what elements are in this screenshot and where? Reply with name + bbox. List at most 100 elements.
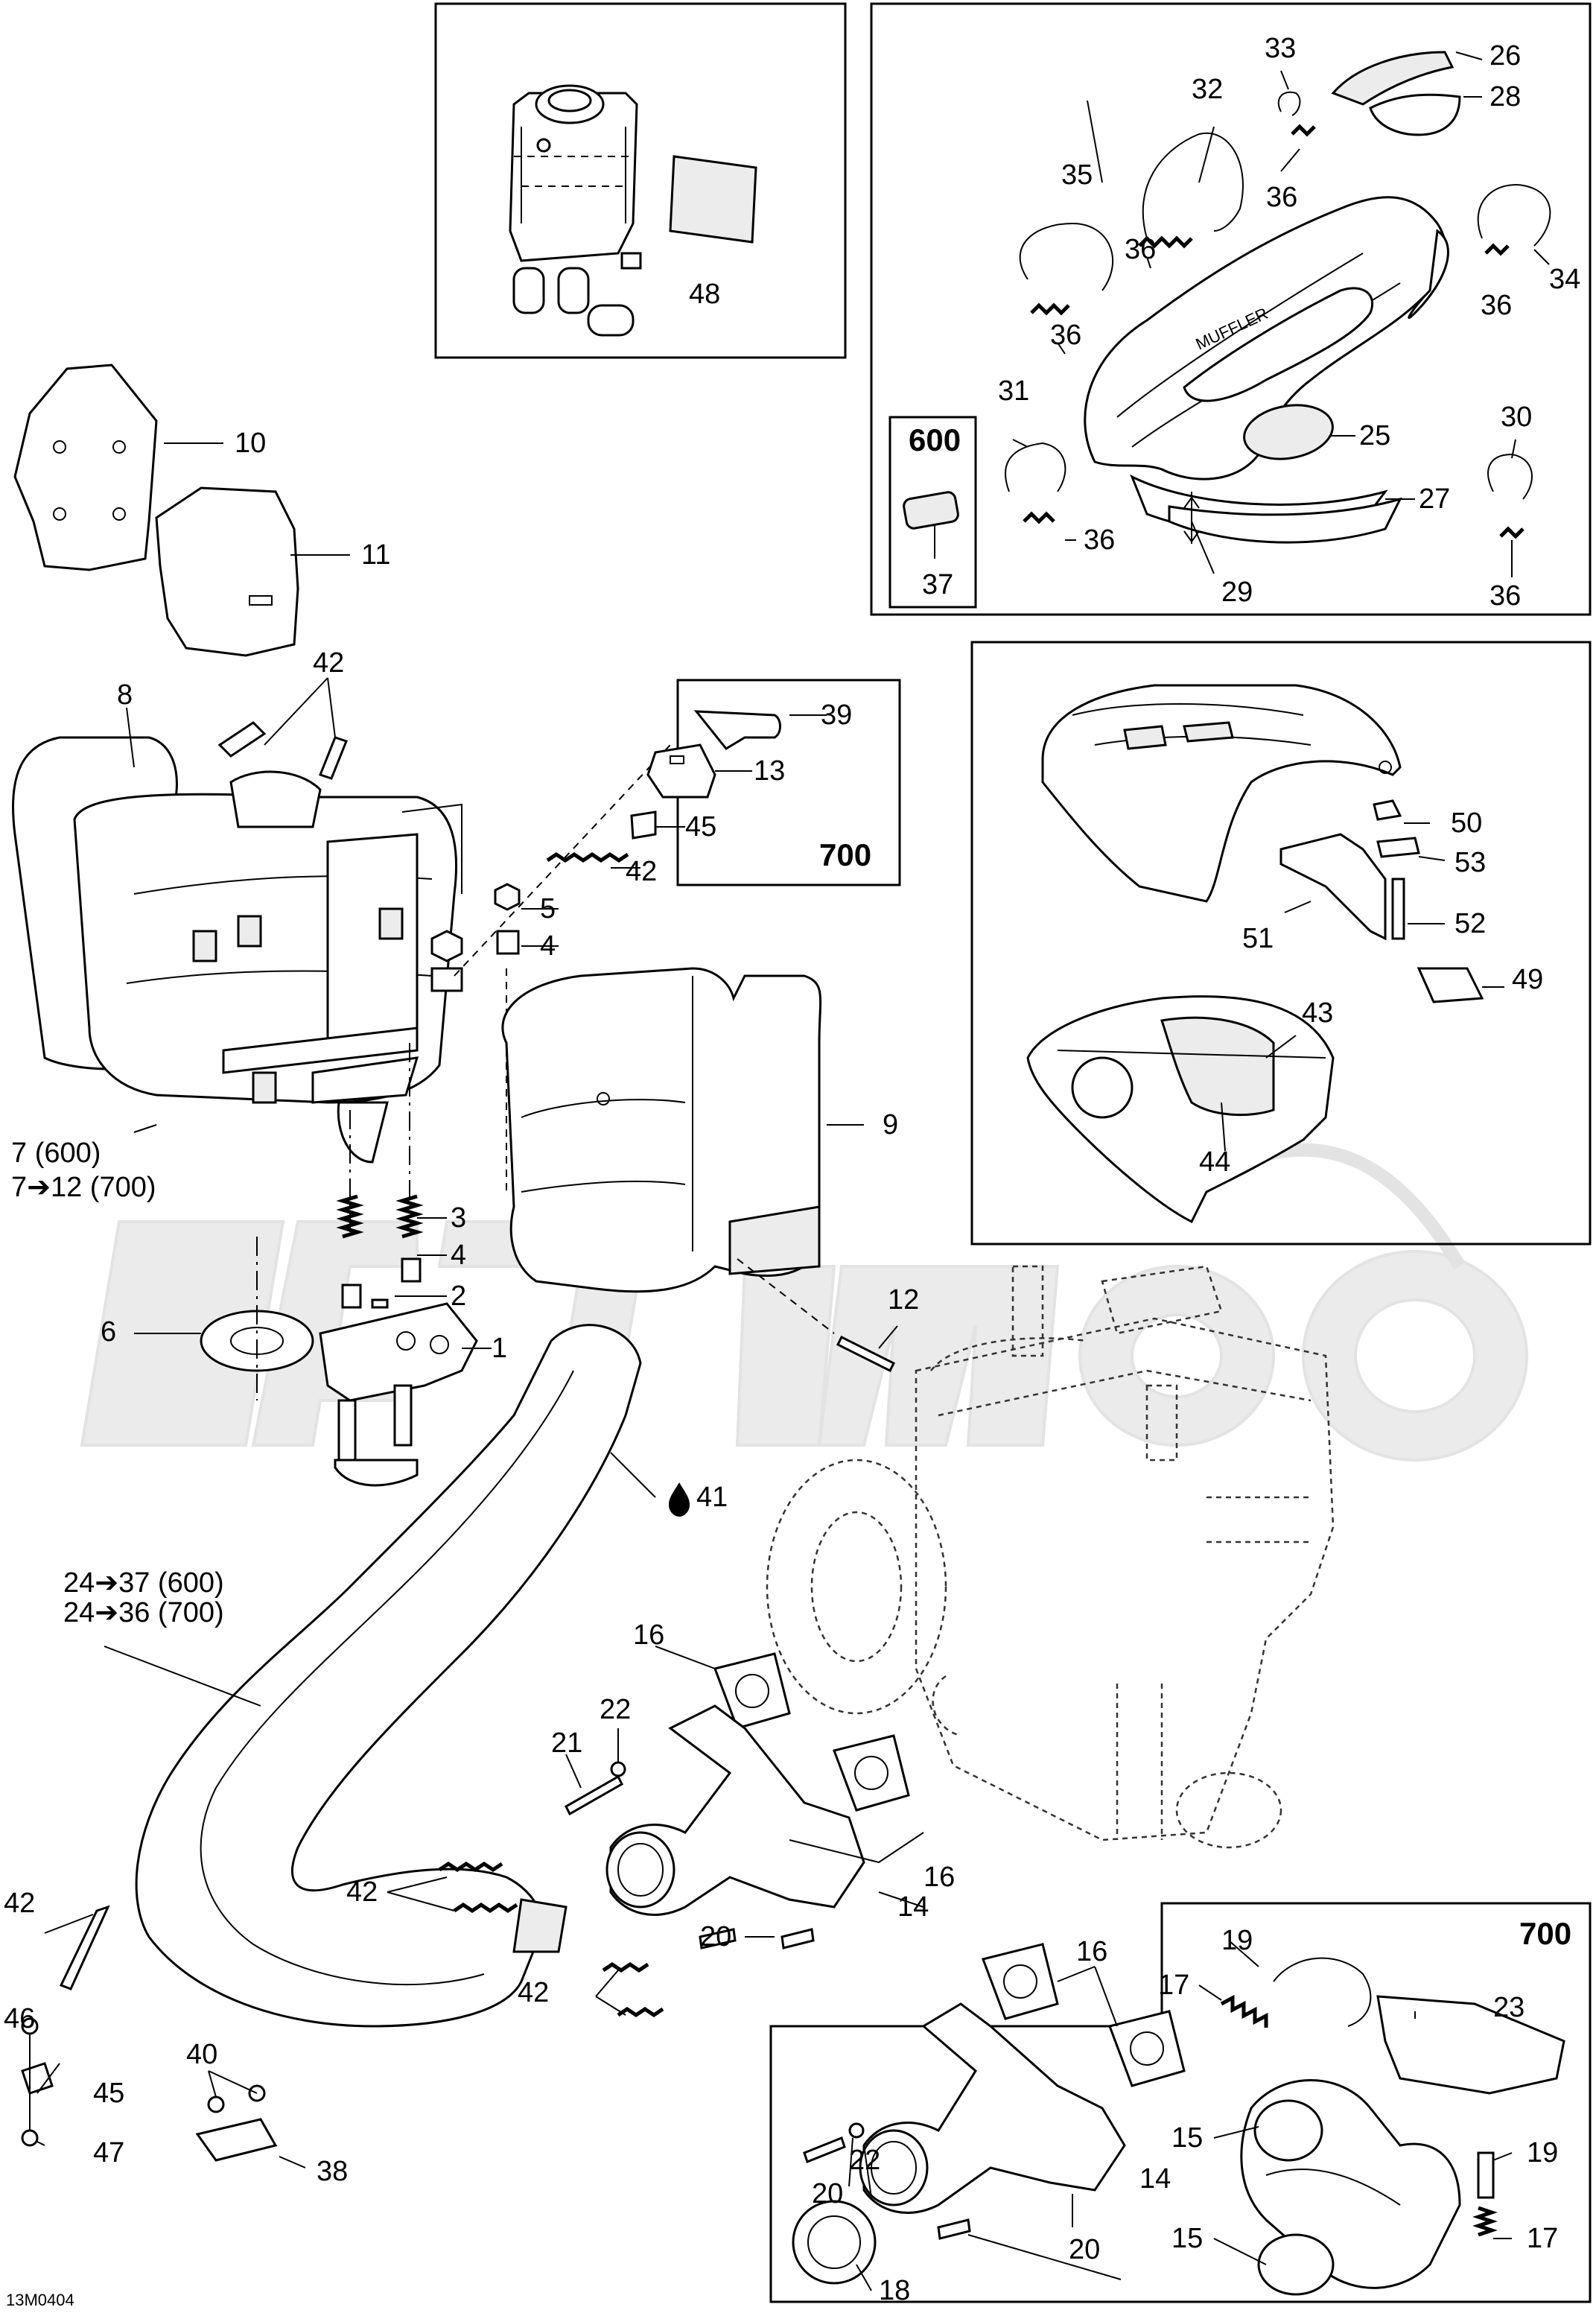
- box-label-700-springs: 700: [819, 837, 871, 872]
- box-700-manifold-inset: [769, 1902, 1592, 2303]
- clamp-32: [1142, 132, 1244, 239]
- spring-17-b: [1472, 2206, 1498, 2237]
- callout-19-b: 19: [1527, 2137, 1558, 2168]
- bolt-20-c: [937, 2218, 971, 2240]
- callout-21: 21: [551, 1727, 582, 1759]
- sleeve-18: [792, 2200, 877, 2285]
- callout-33: 33: [1265, 33, 1296, 64]
- spring-42-pipe-a: [438, 1861, 503, 1873]
- spring-42-pipe-d: [617, 2006, 664, 2018]
- callout-30: 30: [1501, 402, 1532, 433]
- callout-41: 41: [696, 1482, 728, 1513]
- stud-21: [565, 1774, 623, 1816]
- callout-36-e: 36: [1084, 524, 1115, 556]
- y-pipe-15: [1240, 2079, 1461, 2296]
- warning-label-48: [669, 155, 757, 244]
- callout-14-700: 14: [1139, 2163, 1171, 2195]
- belly-pan-drawing: [1026, 995, 1335, 1224]
- tension-clip-42-a: [217, 721, 267, 758]
- spring-36-d: [1484, 243, 1510, 256]
- callout-4-lower: 4: [451, 1240, 466, 1271]
- box-muffler-cover-detail: [870, 2, 1592, 616]
- box-heat-shield-detail: [970, 641, 1592, 1246]
- callout-36-f: 36: [1490, 580, 1521, 612]
- callout-3: 3: [451, 1202, 466, 1234]
- callout-16-c: 16: [1076, 1936, 1107, 1967]
- callout-25: 25: [1359, 420, 1390, 451]
- box-600-inset: [888, 416, 977, 609]
- clamp-33: [1277, 91, 1301, 116]
- callout-49: 49: [1512, 964, 1543, 995]
- callout-50: 50: [1451, 808, 1482, 839]
- callout-43: 43: [1302, 997, 1333, 1029]
- callout-24-700: 24➔36 (700): [63, 1597, 224, 1628]
- callout-18: 18: [879, 2275, 910, 2306]
- callout-13: 13: [754, 755, 785, 787]
- callout-31: 31: [998, 375, 1029, 407]
- spring-36-b: [1030, 302, 1070, 316]
- clip-19-b: [1477, 2151, 1495, 2199]
- silencer-9: [501, 967, 822, 1293]
- strip-52: [1391, 878, 1405, 940]
- muffler-assembly-8: [12, 736, 462, 1164]
- gasket-16-b: [833, 1734, 910, 1812]
- callout-22-b: 22: [849, 2145, 880, 2176]
- tuned-pipe-24: [135, 1324, 642, 2028]
- spring-36-e: [1023, 511, 1055, 524]
- heat-shield-51: [1279, 833, 1387, 941]
- callout-14: 14: [897, 1891, 929, 1923]
- callout-40: 40: [186, 2039, 217, 2070]
- oil-drop-icon: [669, 1482, 690, 1517]
- callout-38: 38: [317, 2156, 348, 2187]
- heat-guard-28: [1369, 93, 1461, 136]
- box-label-600: 600: [909, 422, 961, 457]
- tension-clip-42-b: [319, 736, 348, 780]
- sleeve-4-b: [401, 1257, 422, 1283]
- callout-17-b: 17: [1527, 2223, 1558, 2254]
- rivet-40-a: [207, 2095, 225, 2113]
- gasket-11: [155, 486, 299, 657]
- callout-46: 46: [4, 2003, 35, 2034]
- exhaust-manifold-14: [605, 1704, 865, 1916]
- spring-36-a: [1138, 235, 1193, 249]
- clip-50: [1373, 799, 1402, 821]
- bolt-20-b: [803, 2136, 846, 2163]
- callout-34: 34: [1549, 264, 1580, 295]
- callout-44: 44: [1199, 1146, 1230, 1178]
- callout-15-a: 15: [1171, 2122, 1203, 2154]
- support-27: [1168, 497, 1402, 544]
- callout-24-600: 24➔37 (600): [63, 1567, 224, 1599]
- box-reservoir-detail: [434, 2, 847, 359]
- clamp-31: [1005, 442, 1066, 492]
- washer-22-a: [610, 1761, 626, 1777]
- callout-52: 52: [1454, 908, 1486, 939]
- spring-17-a: [1220, 1994, 1268, 2028]
- callout-23: 23: [1493, 1992, 1525, 2023]
- clamp-30: [1487, 453, 1533, 500]
- clamp-19-a: [1273, 1957, 1372, 2027]
- callout-8: 8: [117, 679, 133, 711]
- sleeve-4-upper: [496, 930, 520, 955]
- callout-6: 6: [101, 1316, 116, 1348]
- callout-36-d: 36: [1050, 320, 1081, 351]
- callout-26: 26: [1490, 40, 1521, 72]
- callout-53: 53: [1454, 847, 1486, 878]
- heat-shield-23: [1376, 1995, 1565, 2095]
- clamp-34: [1477, 184, 1551, 247]
- callout-5: 5: [540, 893, 556, 924]
- spring-36-f: [1499, 526, 1525, 539]
- callout-36-c: 36: [1481, 290, 1512, 321]
- clamp-35: [1019, 222, 1114, 291]
- exhaust-manifold-14-700: [859, 2002, 1126, 2214]
- damper-37: [903, 491, 959, 530]
- oil-reservoir-drawing: [509, 84, 642, 337]
- gasket-16-d: [1108, 2010, 1186, 2087]
- document-code: 13M0404: [6, 2291, 74, 2309]
- callout-39: 39: [821, 699, 852, 731]
- callout-20-c: 20: [1069, 2234, 1100, 2265]
- callout-32: 32: [1192, 74, 1223, 105]
- gasket-16-c: [982, 1943, 1059, 2020]
- heat-guard-26: [1331, 51, 1454, 106]
- callout-17-a: 17: [1158, 1970, 1189, 2001]
